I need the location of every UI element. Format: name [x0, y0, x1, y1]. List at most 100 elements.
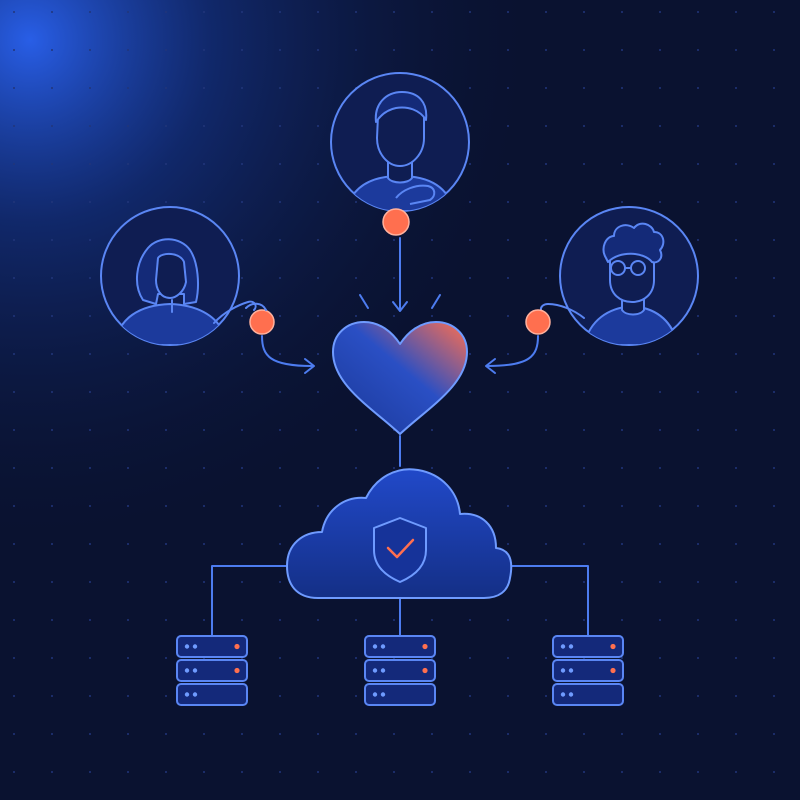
grid-dot — [507, 125, 509, 127]
grid-dot — [621, 467, 623, 469]
grid-dot — [89, 391, 91, 393]
grid-dot — [127, 467, 129, 469]
grid-dot — [735, 581, 737, 583]
grid-dot — [697, 581, 699, 583]
grid-dot — [317, 467, 319, 469]
grid-dot — [51, 695, 53, 697]
server-indicator — [192, 644, 198, 649]
grid-dot — [165, 87, 167, 89]
grid-dot — [583, 429, 585, 431]
grid-dot — [583, 49, 585, 51]
grid-dot — [469, 391, 471, 393]
grid-dot — [317, 619, 319, 621]
grid-dot — [317, 125, 319, 127]
grid-dot — [279, 87, 281, 89]
grid-dot — [773, 695, 775, 697]
grid-dot — [621, 163, 623, 165]
grid-dot — [13, 87, 15, 89]
grid-dot — [697, 87, 699, 89]
grid-dot — [89, 125, 91, 127]
grid-dot — [89, 49, 91, 51]
grid-dot — [203, 543, 205, 545]
grid-dot — [431, 733, 433, 735]
grid-dot — [89, 87, 91, 89]
grid-dot — [203, 771, 205, 773]
grid-dot — [203, 581, 205, 583]
grid-dot — [317, 657, 319, 659]
grid-dot — [507, 543, 509, 545]
grid-dot — [13, 467, 15, 469]
grid-dot — [355, 467, 357, 469]
grid-dot — [51, 657, 53, 659]
grid-dot — [545, 201, 547, 203]
grid-dot — [659, 543, 661, 545]
grid-dot — [507, 505, 509, 507]
grid-dot — [545, 619, 547, 621]
grid-dot — [317, 277, 319, 279]
grid-dot — [507, 87, 509, 89]
grid-dot — [431, 277, 433, 279]
grid-dot — [697, 657, 699, 659]
server-indicator — [184, 644, 190, 649]
grid-dot — [735, 391, 737, 393]
grid-dot — [469, 201, 471, 203]
grid-dot — [279, 163, 281, 165]
grid-dot — [773, 543, 775, 545]
grid-dot — [621, 619, 623, 621]
grid-dot — [545, 657, 547, 659]
grid-dot — [355, 49, 357, 51]
grid-dot — [13, 277, 15, 279]
grid-dot — [621, 49, 623, 51]
grid-dot — [13, 163, 15, 165]
grid-dot — [697, 239, 699, 241]
grid-dot — [89, 467, 91, 469]
grid-dot — [51, 163, 53, 165]
grid-dot — [697, 771, 699, 773]
server-status-light — [422, 643, 428, 650]
grid-dot — [127, 353, 129, 355]
grid-dot — [355, 239, 357, 241]
grid-dot — [621, 11, 623, 13]
server-indicator — [380, 668, 386, 673]
arrow-right-head — [485, 358, 496, 374]
grid-dot — [545, 277, 547, 279]
grid-dot — [469, 315, 471, 317]
grid-dot — [545, 505, 547, 507]
grid-dot — [279, 657, 281, 659]
grid-dot — [203, 619, 205, 621]
grid-dot — [545, 163, 547, 165]
grid-dot — [773, 163, 775, 165]
grid-dot — [621, 581, 623, 583]
woman-avatar-icon — [100, 206, 257, 346]
grid-dot — [165, 429, 167, 431]
server-unit — [176, 659, 248, 682]
grid-dot — [735, 505, 737, 507]
grid-dot — [735, 125, 737, 127]
grid-dot — [659, 391, 661, 393]
grid-dot — [583, 391, 585, 393]
grid-dot — [621, 201, 623, 203]
man-avatar-icon — [330, 72, 470, 212]
grid-dot — [279, 391, 281, 393]
grid-dot — [203, 353, 205, 355]
grid-dot — [583, 543, 585, 545]
grid-dot — [89, 733, 91, 735]
server-indicator — [560, 692, 566, 697]
grid-dot — [545, 239, 547, 241]
server-unit — [364, 635, 436, 658]
grid-dot — [431, 619, 433, 621]
grid-dot — [507, 277, 509, 279]
grid-dot — [317, 201, 319, 203]
grid-dot — [355, 429, 357, 431]
server-indicator — [380, 644, 386, 649]
grid-dot — [545, 695, 547, 697]
grid-dot — [469, 733, 471, 735]
grid-dot — [773, 505, 775, 507]
grid-dot — [241, 277, 243, 279]
grid-dot — [431, 771, 433, 773]
grid-dot — [583, 619, 585, 621]
grid-dot — [469, 771, 471, 773]
grid-dot — [659, 49, 661, 51]
